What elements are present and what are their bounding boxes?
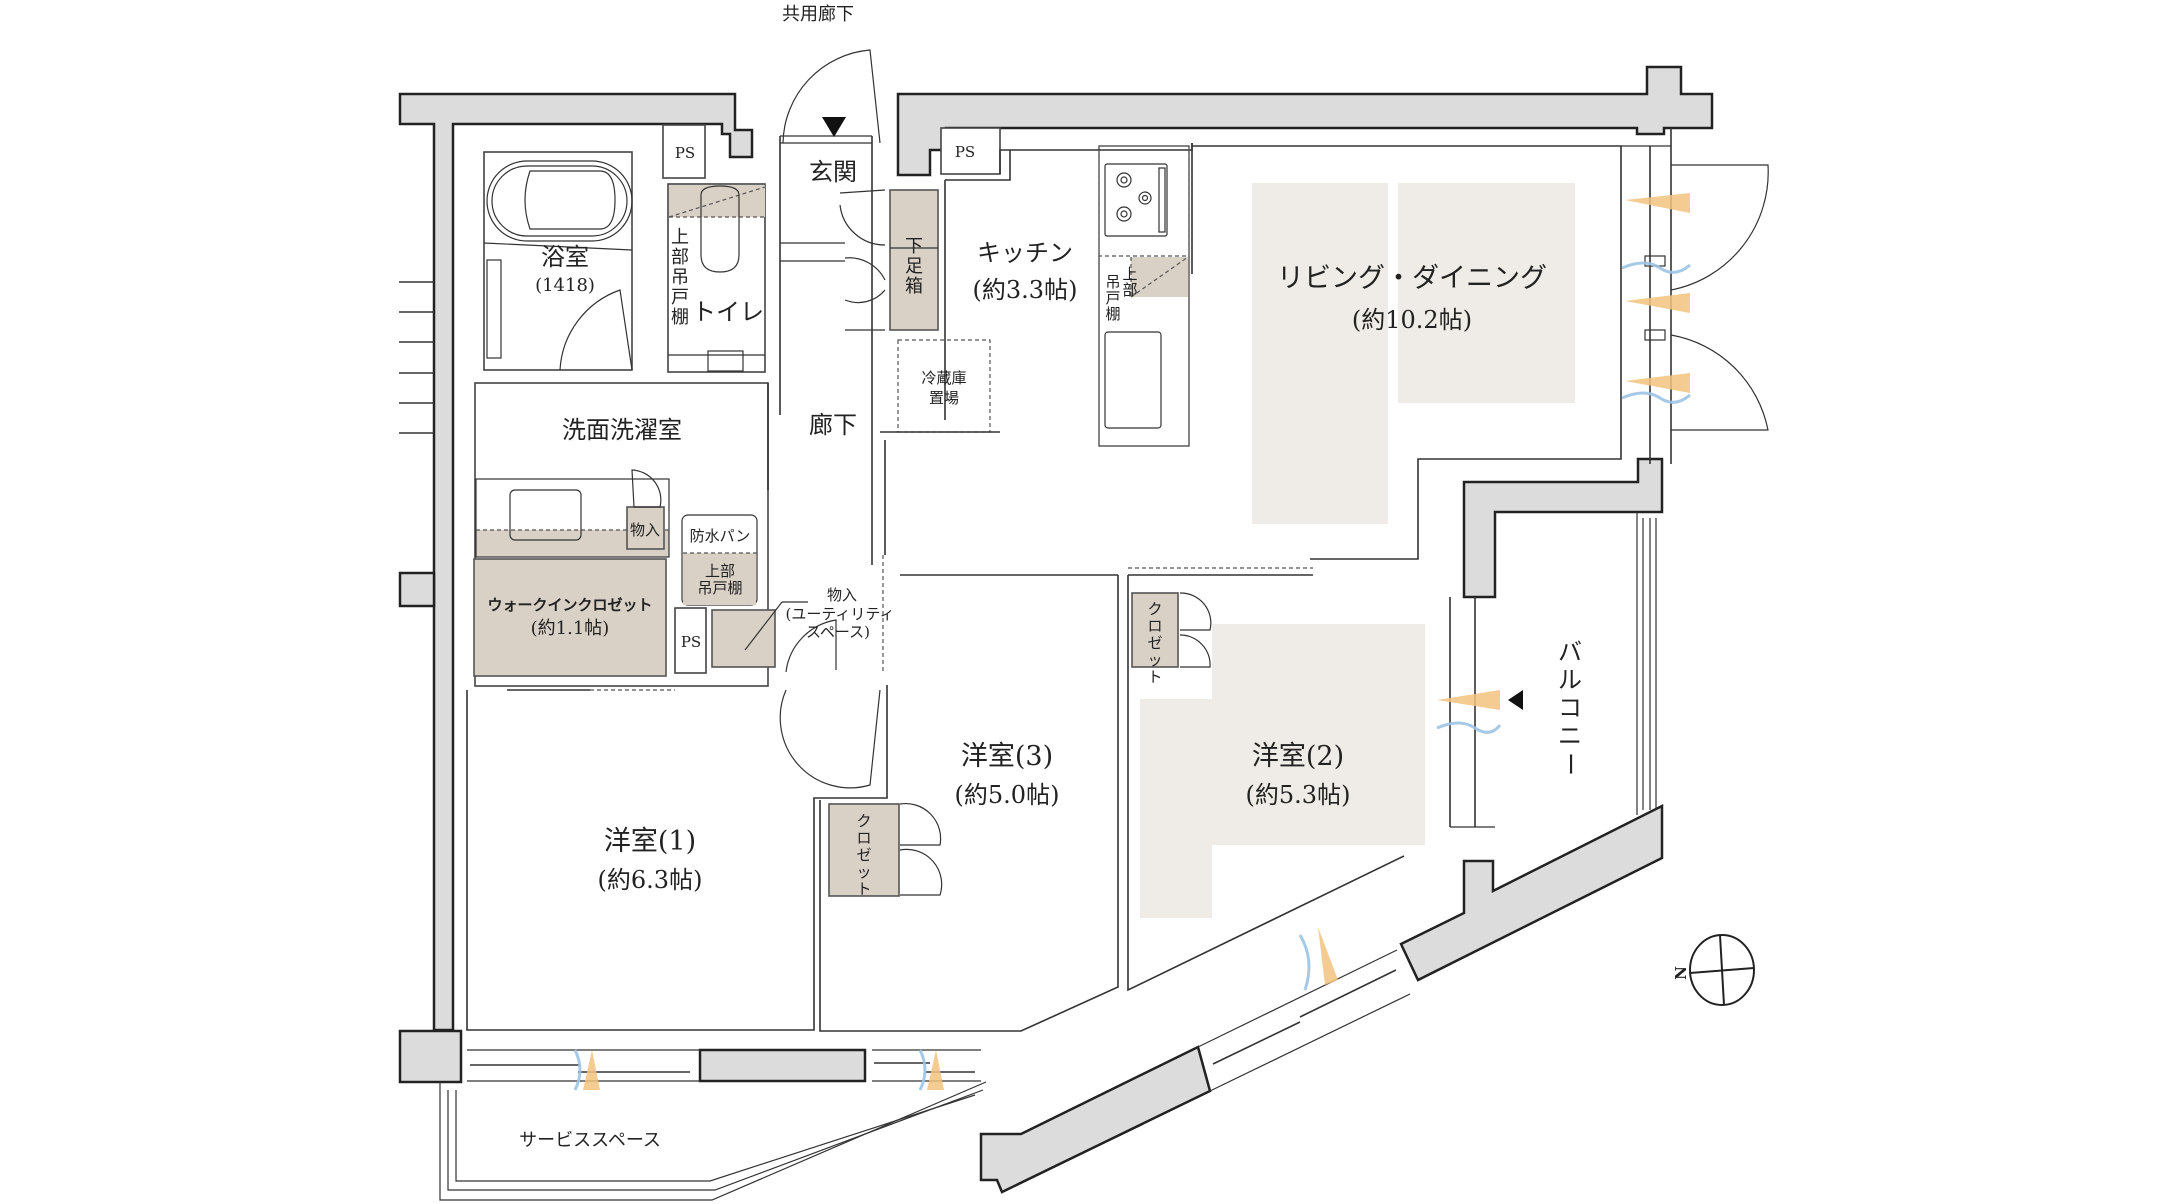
utility-leader-line xyxy=(744,601,783,651)
bedroom2-floor-highlight xyxy=(1140,624,1425,918)
bedroom1-label: 洋室(1) xyxy=(604,826,696,857)
svg-text:下: 下 xyxy=(905,236,923,257)
ps-label-bath: PS xyxy=(675,144,695,162)
svg-text:ロ: ロ xyxy=(856,829,871,847)
svg-text:ッ: ッ xyxy=(1147,651,1162,669)
svg-text:棚: 棚 xyxy=(1105,305,1120,323)
living-dining-area: (約10.2帖) xyxy=(1352,306,1472,334)
upper-cabinet-label-2: 吊戸棚 xyxy=(697,579,742,597)
svg-text:ッ: ッ xyxy=(856,863,871,881)
svg-text:ゼ: ゼ xyxy=(856,846,871,864)
common-corridor-label: 共用廊下 xyxy=(782,4,854,25)
svg-text:箱: 箱 xyxy=(905,276,923,297)
fridge-space-label-2: 置場 xyxy=(929,389,959,407)
ps-label-lower: PS xyxy=(681,633,701,651)
service-space-label: サービススペース xyxy=(519,1130,661,1151)
closet-label-bedroom3: ク ロ ゼ ッ ト xyxy=(856,812,871,898)
sun-wind-marks xyxy=(573,193,1691,1091)
bedroom2-area: (約5.3帖) xyxy=(1246,781,1351,809)
svg-text:ク: ク xyxy=(1147,600,1162,618)
kitchen-label: キッチン xyxy=(977,239,1073,267)
svg-text:ロ: ロ xyxy=(1147,617,1162,635)
interior-lines xyxy=(439,124,1672,1201)
svg-text:吊: 吊 xyxy=(671,267,689,288)
ld-floor-highlight-right xyxy=(1398,183,1575,403)
svg-text:バ: バ xyxy=(1558,638,1582,666)
bath-size: (1418) xyxy=(535,275,595,296)
svg-text:足: 足 xyxy=(905,256,923,277)
svg-text:ル: ル xyxy=(1558,666,1582,694)
walk-in-closet-label: ウォークインクロゼット xyxy=(487,596,652,614)
bedroom1-area: (約6.3帖) xyxy=(598,866,703,894)
balcony-entry-arrow-icon xyxy=(1508,690,1523,710)
toilet-label: トイレ xyxy=(692,298,764,326)
svg-text:ゼ: ゼ xyxy=(1147,634,1162,652)
ps-label-kitchen: PS xyxy=(955,143,975,161)
utility-sub2: スペース) xyxy=(806,623,870,641)
svg-text:コ: コ xyxy=(1558,694,1582,722)
svg-text:戸: 戸 xyxy=(1105,289,1120,307)
walk-in-closet-area: (約1.1帖) xyxy=(531,618,610,639)
utility-sub1: (ユーティリティ xyxy=(785,605,894,623)
svg-text:上: 上 xyxy=(671,227,689,248)
storage-label: 物入 xyxy=(630,521,660,539)
svg-text:ー: ー xyxy=(1556,752,1584,776)
corridor-label: 廊下 xyxy=(809,411,857,439)
living-dining-label: リビング・ダイニング xyxy=(1277,263,1547,294)
svg-text:ト: ト xyxy=(1147,668,1162,686)
svg-text:部: 部 xyxy=(1122,281,1137,299)
entrance-label: 玄関 xyxy=(809,158,857,186)
doors xyxy=(559,49,1769,896)
kitchen-area: (約3.3帖) xyxy=(973,276,1078,304)
closet-label-bedroom2: ク ロ ゼ ッ ト xyxy=(1147,600,1162,686)
utility-label: 物入 xyxy=(827,586,857,604)
toilet-upper-cabinet-label: 上 部 吊 戸 棚 xyxy=(671,227,689,328)
kitchen-upper-cabinet-label: 吊 戸 棚 上 部 xyxy=(1105,265,1137,323)
svg-text:部: 部 xyxy=(671,247,689,268)
shoe-box-label: 下 足 箱 xyxy=(905,236,923,297)
bedroom3-area: (約5.0帖) xyxy=(955,781,1060,809)
svg-text:棚: 棚 xyxy=(671,307,689,328)
bedroom3-label: 洋室(3) xyxy=(961,741,1053,772)
svg-text:ト: ト xyxy=(856,880,871,898)
svg-text:ニ: ニ xyxy=(1558,722,1582,750)
entrance-arrow-icon xyxy=(822,117,846,137)
upper-cabinet-label-1: 上部 xyxy=(705,562,735,580)
compass-icon xyxy=(1689,934,1755,1006)
svg-text:ク: ク xyxy=(856,812,871,830)
exterior-ticks xyxy=(399,281,434,434)
svg-text:上: 上 xyxy=(1122,265,1137,283)
waterproof-pan-label: 防水パン xyxy=(690,527,751,545)
svg-text:戸: 戸 xyxy=(671,287,689,308)
washroom-label: 洗面洗濯室 xyxy=(562,416,682,444)
bath-label: 浴室 xyxy=(541,243,589,271)
outer-walls xyxy=(398,65,1714,1194)
svg-text:吊: 吊 xyxy=(1105,273,1120,291)
fridge-space-label-1: 冷蔵庫 xyxy=(921,369,966,387)
ld-floor-highlight-left xyxy=(1252,183,1388,524)
bedroom2-label: 洋室(2) xyxy=(1252,741,1344,772)
balcony-label: バ ル コ ニ ー xyxy=(1556,638,1584,776)
stove-burners-icon xyxy=(1116,172,1152,222)
compass-north-label: N xyxy=(1672,966,1690,980)
